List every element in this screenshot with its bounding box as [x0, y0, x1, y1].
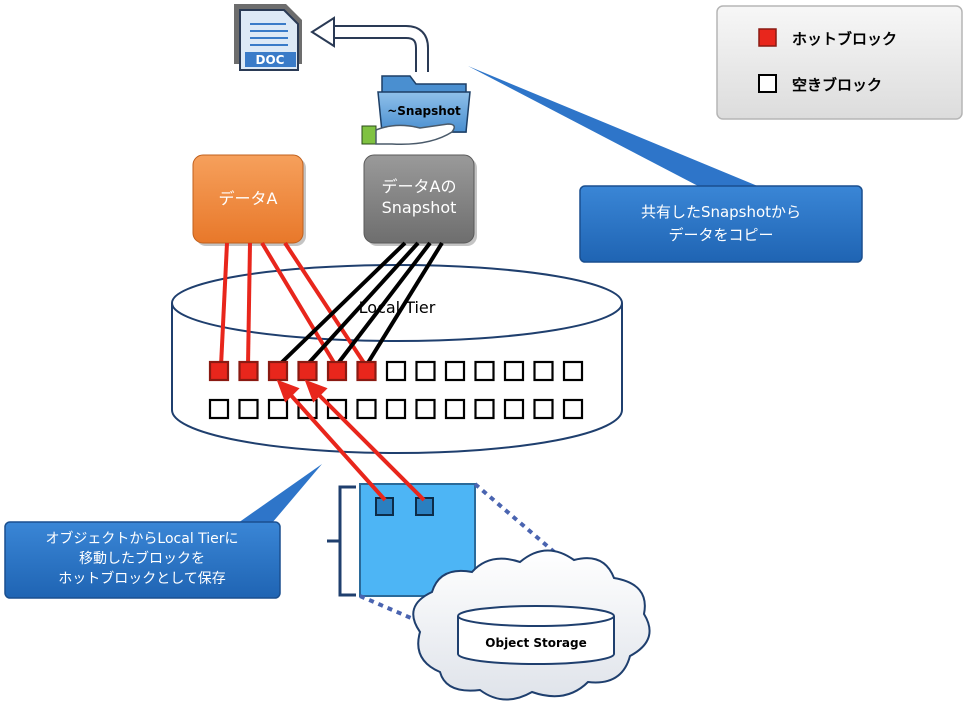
local-tier-cylinder: Local Tier [171, 264, 623, 454]
data-a-label: データA [219, 189, 278, 208]
recall-arrows [276, 379, 426, 502]
object-block-cell [415, 497, 434, 516]
callout-object-line3: ホットブロックとして保存 [58, 570, 226, 587]
free-block [444, 398, 466, 420]
hot-block [267, 360, 289, 382]
doc-icon-label: DOC [256, 53, 285, 67]
free-block [356, 398, 377, 420]
free-block [415, 360, 436, 382]
free-block [385, 398, 407, 420]
object-block-bracket [327, 485, 356, 597]
hot-block [297, 360, 318, 382]
hand-icon [361, 123, 455, 145]
callout-object-line2: 移動したブロックを [79, 550, 205, 567]
doc-icon: DOC [234, 4, 302, 71]
data-a-snapshot-line1: データAの [382, 177, 457, 196]
free-block [415, 398, 436, 420]
data-a-box: データA [192, 154, 306, 246]
legend-hot-label: ホットブロック [792, 30, 897, 48]
free-block [562, 360, 584, 382]
hot-block [238, 360, 259, 382]
block-row-2 [208, 398, 584, 420]
free-block [533, 360, 554, 382]
callout-snapshot-line2: データをコピー [668, 226, 773, 244]
block-row-1 [208, 360, 584, 382]
snapshot-links [276, 241, 444, 368]
free-block [267, 398, 289, 420]
free-block [533, 398, 554, 420]
hot-block [326, 360, 348, 382]
data-a-snapshot-line2: Snapshot [382, 198, 457, 217]
hot-block [356, 360, 377, 382]
object-storage-label: Object Storage [485, 636, 586, 650]
legend-free-label: 空きブロック [792, 76, 882, 94]
free-block [385, 360, 407, 382]
snapshot-folder-label: ~Snapshot [387, 104, 461, 118]
legend-free-swatch [758, 74, 777, 93]
object-block-cell [375, 497, 394, 516]
free-block [326, 398, 348, 420]
free-block [503, 398, 525, 420]
callout-object-recall: オブジェクトからLocal Tierに 移動したブロックを ホットブロックとして… [4, 464, 322, 599]
free-block [474, 398, 495, 420]
object-storage-cylinder: Object Storage [457, 605, 615, 665]
legend-hot-swatch [758, 28, 777, 47]
copy-arrow [310, 16, 429, 72]
hot-block [208, 360, 230, 382]
callout-object-line1: オブジェクトからLocal Tierに [45, 530, 238, 547]
free-block [474, 360, 495, 382]
free-block [503, 360, 525, 382]
free-block [297, 398, 318, 420]
free-block [238, 398, 259, 420]
legend: ホットブロック 空きブロック [716, 5, 963, 120]
data-a-snapshot-box: データAの Snapshot [363, 154, 477, 246]
free-block [444, 360, 466, 382]
snapshot-folder-icon: ~Snapshot [377, 75, 471, 133]
callout-snapshot-line1: 共有したSnapshotから [641, 203, 801, 221]
free-block [562, 398, 584, 420]
callout-snapshot-copy: 共有したSnapshotから データをコピー [468, 66, 863, 263]
free-block [208, 398, 230, 420]
